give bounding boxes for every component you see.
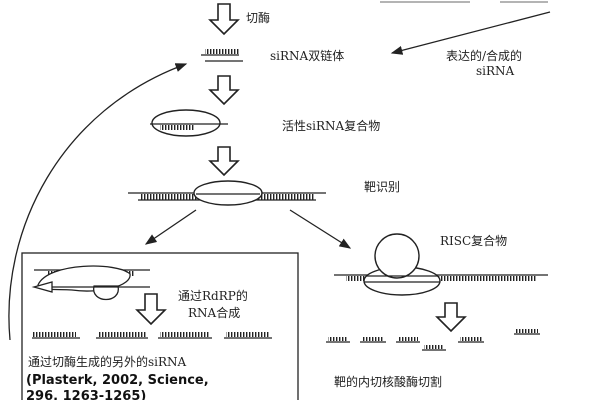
hollow-arrow-to-target [208,146,240,177]
cleavage-fragments [326,329,540,351]
label-cleavage: 靶的内切核酸酶切割 [334,374,442,389]
label-active-complex: 活性siRNA复合物 [282,118,380,133]
arrow-to-risc-branch [289,209,352,249]
rdrp-box [21,252,299,400]
generated-sirna-fragments [32,332,272,339]
label-expressed-line1: 表达的/合成的 [446,48,522,63]
hollow-arrow-dicer [208,3,240,36]
label-rdrp-line2: RNA合成 [188,305,240,320]
active-complex-shape [150,109,228,137]
arrow-expressed-to-duplex [390,11,551,55]
rdrp-complex-shape [31,265,150,300]
label-risc-complex: RISC复合物 [440,233,507,248]
sirna-duplex-strands [201,49,243,62]
citation-line2: 296, 1263-1265) [26,389,146,400]
arrow-to-rdrp-branch [144,209,197,245]
label-sirna-duplex: siRNA双链体 [270,48,344,63]
label-dicer: 切酶 [246,10,270,25]
label-expressed-line2: siRNA [476,64,515,78]
hollow-arrow-rdrp-products [135,293,167,326]
hollow-arrow-to-active [208,75,240,106]
hollow-arrow-to-cleavage [435,302,467,333]
feedback-curve-arrow [8,63,188,341]
target-recognition-shape [128,180,326,206]
label-target-recognition: 靶识别 [364,180,400,194]
label-additional-sirna: 通过切酶生成的另外的siRNA [28,354,187,369]
citation-line1: (Plasterk, 2002, Science, [26,373,209,388]
risc-complex-shape [334,233,548,296]
label-rdrp-line1: 通过RdRP的 [178,288,248,303]
